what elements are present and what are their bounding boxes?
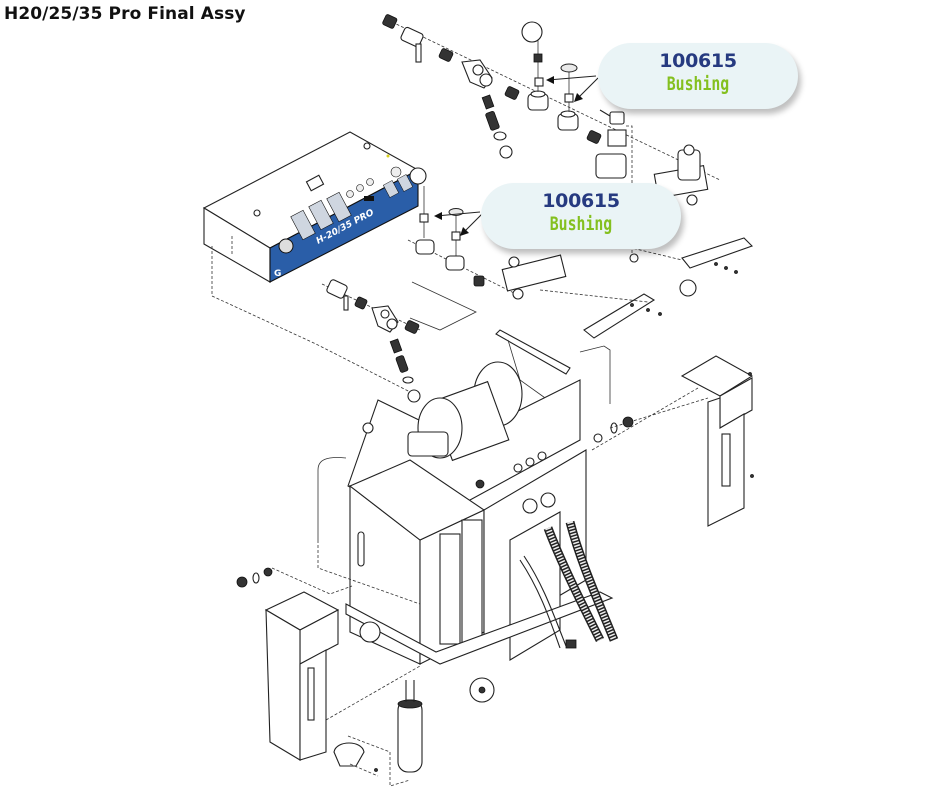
strainer-screen <box>485 110 500 131</box>
tee-fitting <box>415 239 435 255</box>
y-strainer <box>371 305 399 333</box>
bushing <box>534 77 544 87</box>
nipple <box>404 320 420 334</box>
part-name: Bushing <box>549 213 613 235</box>
cover-plate <box>681 237 754 269</box>
part-number: 100615 <box>542 190 620 212</box>
strainer-cap <box>407 389 421 403</box>
base-frame <box>345 591 614 665</box>
motor <box>407 361 523 462</box>
solenoid-connector <box>599 109 625 125</box>
connector <box>565 639 577 649</box>
ball-valve <box>400 26 424 63</box>
callout-1-arrows <box>546 75 599 102</box>
digital-display <box>364 196 374 201</box>
handle-slot <box>357 531 365 567</box>
mounting-slot <box>362 422 374 434</box>
pressure-gauge <box>540 492 556 508</box>
pressure-gauge <box>521 21 543 43</box>
indicator-button <box>366 178 374 186</box>
support-rod <box>317 457 347 540</box>
bushing <box>564 93 574 103</box>
pressure-gauge <box>409 167 427 185</box>
indicator-button <box>356 184 364 192</box>
part-callout-2: 100615 Bushing <box>481 183 681 249</box>
nipple <box>438 48 454 62</box>
support-rod <box>579 345 611 404</box>
nipple <box>504 86 520 100</box>
main-power-switch <box>278 238 294 254</box>
upper-manifold-assembly <box>382 14 721 260</box>
bottom-components <box>333 680 423 787</box>
canister-bracket <box>333 742 365 767</box>
gasket <box>402 376 414 384</box>
strainer-screen <box>395 355 409 373</box>
strainer-spring <box>481 94 495 110</box>
tee-fitting <box>445 255 465 271</box>
bracket <box>495 329 571 375</box>
solenoid-valve <box>595 153 627 179</box>
pressure-gauge <box>522 498 538 514</box>
side-fittings <box>236 387 699 605</box>
strainer-spring <box>389 338 403 354</box>
fitting <box>629 253 639 263</box>
callout-2-arrows <box>434 211 483 236</box>
fitting <box>475 479 485 489</box>
heater-block <box>461 519 483 645</box>
gasket <box>493 131 507 141</box>
bushing <box>451 231 461 241</box>
temperature-zone-control <box>308 199 334 231</box>
part-number: 100615 <box>659 50 737 72</box>
main-chassis <box>345 329 619 703</box>
diagram-title: H20/25/35 Pro Final Assy <box>4 4 246 24</box>
nipple <box>473 275 485 287</box>
mid-manifold-assembly <box>407 167 567 300</box>
hose-covers <box>539 237 754 339</box>
indicator-button <box>346 190 354 198</box>
proportioning-pump <box>501 254 567 300</box>
lower-manifold-assembly <box>321 279 477 403</box>
fitting <box>382 14 398 29</box>
tee-fitting <box>527 90 549 111</box>
tee-fitting <box>557 110 579 131</box>
heated-hose <box>567 521 617 642</box>
heated-hose <box>545 526 603 642</box>
y-strainer <box>461 59 493 89</box>
nipple <box>354 296 368 310</box>
knob <box>679 279 697 297</box>
filter-canister <box>397 699 423 773</box>
strainer-cap <box>499 145 513 159</box>
graco-logo: G <box>274 269 281 279</box>
part-callout-1: 100615 Bushing <box>598 43 798 109</box>
temperature-zone-control <box>290 209 316 241</box>
ball-valve <box>326 279 349 311</box>
pressure-knob <box>390 166 402 178</box>
right-side-shroud <box>609 355 754 527</box>
left-side-shroud <box>264 591 421 761</box>
cover-plate <box>583 293 656 339</box>
control-box: H-20/35 PRO G <box>202 131 420 283</box>
caster-wheel <box>359 621 381 643</box>
bushing <box>419 213 429 223</box>
gauge-adapter <box>533 53 543 63</box>
nipple <box>586 130 602 144</box>
part-name: Bushing <box>666 73 730 95</box>
temperature-zone-control <box>326 191 352 223</box>
heater-block <box>439 533 461 645</box>
solenoid <box>607 129 627 147</box>
pressure-relief-valve <box>560 63 578 73</box>
